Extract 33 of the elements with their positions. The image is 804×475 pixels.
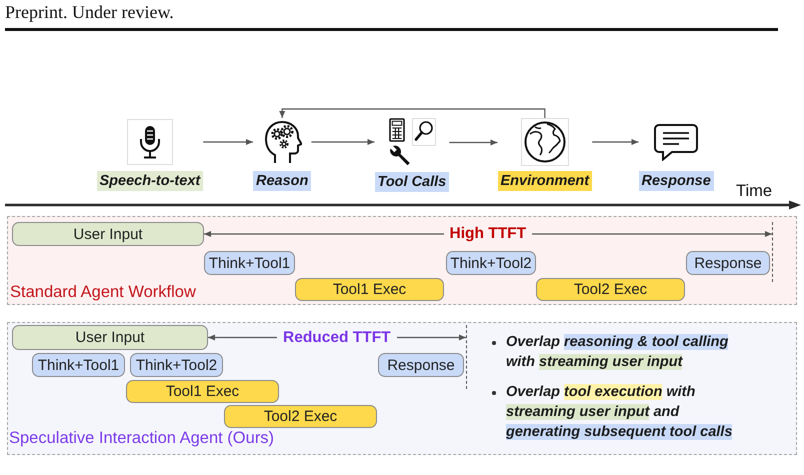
step-label: Environment — [498, 171, 592, 191]
lane-title: Speculative Interaction Agent (Ours) — [9, 429, 274, 448]
timeline-bar: Think+Tool1 — [204, 251, 295, 275]
lane-panel — [7, 216, 797, 305]
step-label: Reason — [253, 171, 312, 191]
timeline-bar: User Input — [12, 325, 208, 350]
timeline-bar: Think+Tool1 — [32, 353, 125, 377]
arrow — [203, 139, 253, 145]
timeline-bar: Response — [686, 251, 770, 275]
dashed-marker-line — [466, 325, 468, 389]
lane-panel — [7, 322, 797, 455]
arrow — [311, 139, 374, 145]
timeline-bar: Response — [378, 353, 464, 377]
step-label: Speech-to-text — [96, 171, 204, 191]
bullet-text: Overlap tool execution with streaming user input and generating subsequent tool calls — [506, 383, 734, 442]
page-header: Preprint. Under review. — [5, 2, 174, 23]
edge-label: High TTFT — [444, 225, 532, 243]
timeline-bar: User Input — [12, 222, 204, 246]
arrow — [449, 140, 498, 146]
timeline-bar: Tool1 Exec — [126, 380, 279, 403]
bullet-text: Overlap reasoning & tool calling with streaming user input — [506, 333, 730, 372]
arrow — [279, 108, 546, 118]
step-label: Tool Calls — [374, 172, 450, 192]
dashed-marker-line — [772, 222, 774, 282]
timeline-bar: Think+Tool2 — [130, 353, 223, 377]
arrow — [592, 139, 638, 145]
timeline-bar: Tool1 Exec — [295, 278, 444, 301]
timeline-bar: Tool2 Exec — [224, 405, 377, 428]
step-label: Response — [638, 171, 714, 191]
lane-title: Standard Agent Workflow — [10, 283, 196, 302]
timeline-bar: Think+Tool2 — [446, 251, 536, 275]
axis-label: Time — [736, 182, 772, 201]
timeline-bar: Tool2 Exec — [536, 278, 685, 301]
